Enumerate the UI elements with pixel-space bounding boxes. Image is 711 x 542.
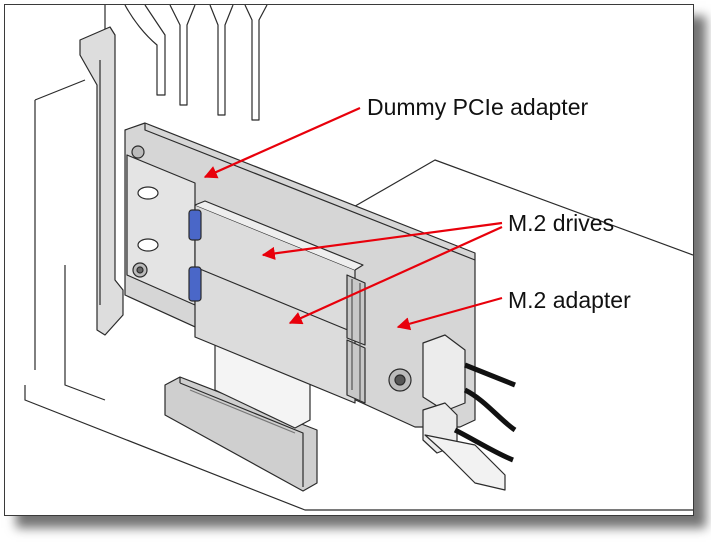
cable	[453, 427, 514, 463]
thumbscrew-icon	[131, 145, 145, 159]
card-bracket	[79, 26, 124, 336]
slot-bracket	[244, 5, 268, 121]
arrow-dummy-pcie	[203, 106, 361, 179]
cable-connector	[422, 334, 466, 412]
m2-drive-lower	[194, 266, 356, 404]
pcie-slot-end	[424, 434, 506, 491]
callout-m2-adapter: M.2 adapter	[508, 287, 631, 313]
chassis-back-wall	[34, 79, 86, 370]
arrow-m2-adapter	[396, 296, 503, 331]
figure-frame: Dummy PCIe adapter M.2 drives M.2 adapte…	[4, 4, 694, 516]
blue-latch-icon	[188, 266, 202, 302]
slot-bracket	[124, 5, 166, 96]
slot-bracket	[209, 5, 234, 116]
m2-connector-lower	[346, 339, 366, 404]
cable	[464, 362, 516, 388]
server-illustration	[24, 5, 693, 511]
arrow-m2-drive-lower	[288, 225, 503, 325]
card-slot-hole	[137, 238, 159, 252]
arrow-m2-drive-upper	[261, 221, 503, 260]
blue-latch-icon	[188, 209, 202, 241]
m2-connector-upper	[346, 274, 366, 346]
callout-dummy-pcie-adapter: Dummy PCIe adapter	[367, 94, 589, 120]
callout-m2-drives: M.2 drives	[508, 210, 615, 236]
card-slot-hole	[137, 186, 159, 200]
chassis-floor	[24, 385, 693, 511]
cable	[463, 387, 517, 433]
slot-bracket	[169, 5, 196, 106]
